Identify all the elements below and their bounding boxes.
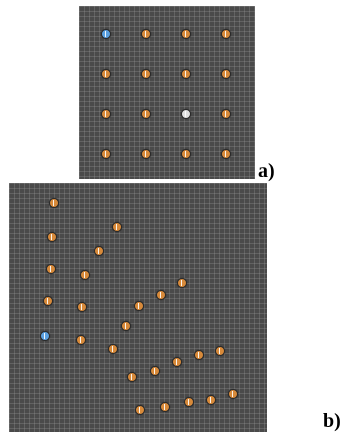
panel-b-marker xyxy=(121,321,131,331)
panel-a-grid xyxy=(79,6,255,179)
panel-b-marker xyxy=(150,366,160,376)
panel-a-marker xyxy=(141,149,151,159)
panel-a-marker xyxy=(181,69,191,79)
panel-b-marker xyxy=(94,246,104,256)
panel-a-marker xyxy=(101,149,111,159)
panel-b-marker xyxy=(40,331,50,341)
panel-b-marker xyxy=(206,395,216,405)
panel-a-marker xyxy=(181,29,191,39)
panel-b-marker xyxy=(184,397,194,407)
panel-b-marker xyxy=(80,270,90,280)
panel-a-marker xyxy=(141,69,151,79)
panel-b-label: b) xyxy=(323,410,341,432)
panel-a-label: a) xyxy=(258,160,275,182)
panel-a-marker xyxy=(181,149,191,159)
panel-b-marker xyxy=(47,232,57,242)
panel-b-marker xyxy=(127,372,137,382)
panel-b-marker xyxy=(172,357,182,367)
panel-a-marker xyxy=(101,29,111,39)
panel-b-marker xyxy=(177,278,187,288)
panel-b-marker xyxy=(135,405,145,415)
panel-b-marker xyxy=(112,222,122,232)
panel-b-marker xyxy=(228,389,238,399)
panel-a-marker xyxy=(181,109,191,119)
panel-a-marker xyxy=(101,69,111,79)
panel-b-marker xyxy=(77,302,87,312)
panel-b-marker xyxy=(160,402,170,412)
panel-b-marker xyxy=(49,198,59,208)
panel-b-grid xyxy=(9,183,267,432)
panel-b-marker xyxy=(215,346,225,356)
panel-a-marker xyxy=(141,109,151,119)
panel-b-marker xyxy=(43,296,53,306)
panel-b-marker xyxy=(46,264,56,274)
panel-a-marker xyxy=(221,69,231,79)
panel-a-marker xyxy=(221,29,231,39)
panel-b-marker xyxy=(134,301,144,311)
panel-b-marker xyxy=(194,350,204,360)
panel-b-marker xyxy=(108,344,118,354)
panel-b-marker xyxy=(76,335,86,345)
panel-a-marker xyxy=(101,109,111,119)
panel-b-marker xyxy=(156,290,166,300)
panel-a-marker xyxy=(221,149,231,159)
panel-a-marker xyxy=(141,29,151,39)
panel-a-marker xyxy=(221,109,231,119)
